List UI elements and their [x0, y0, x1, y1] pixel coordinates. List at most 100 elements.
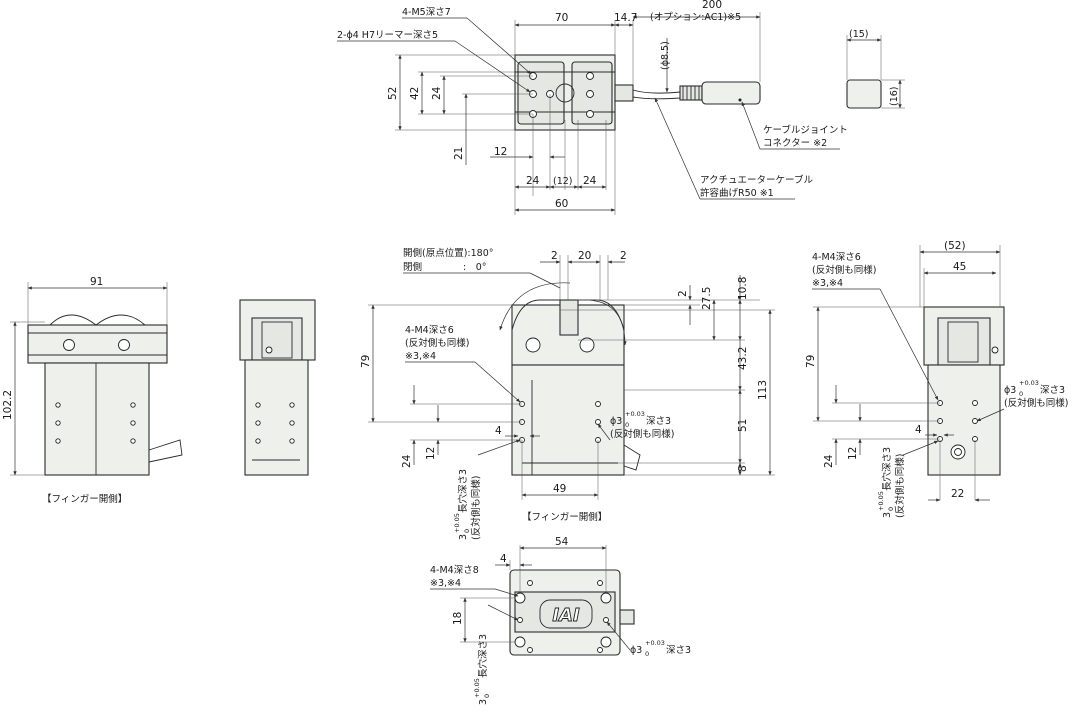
dim-52-side: (52) [944, 240, 966, 252]
front-main-view: 開側(原点位置):180° 閉側 : 0° 2 20 2 2 27.5 10.8… [360, 247, 775, 540]
callout-m4-bottom-1: 4-M4深さ8 [430, 565, 479, 576]
dim-option: (オプション:AC1)※5 [650, 12, 741, 23]
label-cable-1: アクチュエーターケーブル [700, 174, 813, 186]
callout-slot-side-depth: 長穴深さ3 [881, 447, 893, 491]
dim-60: 60 [555, 198, 568, 210]
dim-4-main: 4 [495, 425, 502, 437]
callout-m4-main-2: (反対側も同様) [405, 337, 469, 349]
callout-pin-bottom-dia: ϕ3 [630, 645, 642, 656]
dim-24a: 24 [526, 175, 540, 187]
dim-27-5: 27.5 [701, 287, 713, 310]
angle-open: 開側(原点位置):180° [403, 247, 494, 259]
bottom-view: IAI 54 4 18 4-M4深さ8 ※3,※4 ϕ3 +0.03 0 深さ3… [430, 536, 691, 705]
logo-badge [539, 599, 593, 629]
angle-close: 閉側 : 0° [403, 261, 487, 273]
dim-12: 12 [494, 146, 507, 158]
m4-hole-icon [600, 636, 612, 648]
main-actuator-body [511, 364, 625, 476]
side-body [244, 359, 309, 476]
dim-52: 52 [387, 87, 399, 100]
callout-slot-main-tol-lo: 0 [463, 529, 471, 533]
callout-m4-side-2: (反対側も同様) [812, 264, 876, 276]
dim-cable-dia: (ϕ8.5) [660, 41, 671, 70]
dim-70: 70 [555, 12, 568, 24]
dim-24-main: 24 [401, 454, 413, 468]
callout-pin-bottom-tol-up: +0.03 [645, 639, 665, 647]
dim-200: 200 [702, 0, 722, 11]
label-connector-2: コネクター ※2 [763, 138, 827, 149]
callout-pin-main-tol-lo: 0 [625, 421, 629, 429]
dim-24-side: 24 [823, 454, 835, 468]
dim-2b: 2 [620, 250, 627, 262]
bottom-plate [514, 591, 616, 633]
dim-15: (15) [849, 29, 869, 40]
dim-102-2: 102.2 [2, 390, 14, 420]
caption-finger-open-left: 【フィンガー開側】 [42, 493, 127, 505]
callout-m4-bottom-2: ※3,※4 [430, 578, 461, 589]
callout-slot-main-note: (反対側も同様) [470, 476, 482, 540]
side-view: (52) 45 79 24 12 4 22 4-M4深さ6 (反対側も同様) ※… [805, 240, 1068, 518]
callout-m5: 4-M5深さ7 [402, 7, 451, 18]
callout-slot-side-tol-lo: 0 [887, 507, 895, 511]
dim-42: 42 [409, 87, 421, 100]
callout-slot-side-tol-up: +0.05 [877, 491, 885, 511]
dim-2a: 2 [551, 250, 558, 262]
finger-screw-icon [525, 337, 541, 353]
dim-79: 79 [360, 355, 372, 368]
callout-slot-bottom-depth: 長穴深さ3 [477, 634, 489, 678]
bottom-cable-exit [619, 609, 635, 625]
dim-4-side: 4 [915, 424, 922, 436]
m5-hole-icon [586, 110, 594, 118]
callout-slot-bottom-tol-lo: 0 [483, 694, 491, 698]
dim-2c: 2 [677, 290, 689, 297]
dim-12-main: 12 [425, 447, 437, 460]
front-small-view: 91 102.2 【フィンガー開側】 [2, 276, 183, 505]
dim-4-bottom: 4 [500, 553, 507, 565]
m4-hole-icon [514, 636, 526, 648]
callout-pin-side-depth: 深さ3 [1040, 385, 1065, 396]
callout-pin-main-depth: 深さ3 [646, 416, 671, 427]
dim-21: 21 [453, 147, 465, 160]
callout-m4-side-1: 4-M4深さ6 [812, 252, 861, 263]
dim-8: 8 [737, 465, 749, 472]
callout-pin-side-dia: ϕ3 [1004, 385, 1016, 396]
callout-pin-side-tol-lo: 0 [1019, 390, 1023, 398]
dim-10-8: 10.8 [737, 277, 749, 300]
cable-gland [614, 84, 634, 102]
dim-54: 54 [555, 536, 569, 548]
actuator-cable [632, 89, 681, 100]
callout-reamer: 2-ϕ4 H7リーマー深さ5 [337, 30, 438, 41]
finger-screw-icon [579, 337, 595, 353]
callout-pin-side-tol-up: +0.03 [1019, 379, 1039, 387]
callout-pin-bottom-tol-lo: 0 [645, 650, 649, 658]
finger-bar [27, 324, 168, 364]
finger-screw-icon [118, 339, 130, 351]
dim-18: 18 [452, 612, 464, 625]
dim-24: 24 [431, 86, 443, 100]
callout-m4-main-3: ※3,※4 [405, 351, 436, 362]
center-gear-icon [555, 83, 575, 103]
dim-24b: 24 [583, 175, 597, 187]
callout-pin-side-note: (反対側も同様) [1004, 397, 1068, 409]
m4-hole-icon [600, 592, 612, 604]
dim-43-2: 43.2 [737, 347, 749, 370]
callout-slot-main-size: 3 [458, 534, 469, 540]
m5-hole-icon [586, 72, 594, 80]
dim-51: 51 [737, 419, 749, 432]
dim-45: 45 [953, 261, 966, 273]
actuator-body [44, 362, 150, 476]
m4-hole-icon [514, 592, 526, 604]
caption-finger-open-main: 【フィンガー開側】 [522, 511, 607, 523]
callout-slot-bottom-tol-up: +0.05 [473, 678, 481, 698]
finger-screw-icon [63, 339, 75, 351]
dim-22: 22 [951, 488, 964, 500]
top-view: 70 14.7 200 (オプション:AC1)※5 (ϕ8.5) 52 42 2… [337, 0, 848, 215]
callout-slot-side-note: (反対側も同様) [894, 454, 906, 518]
top-finger-left [517, 61, 565, 125]
label-cable-2: 許容曲げR50 ※1 [700, 187, 774, 199]
callout-pin-main-dia: ϕ3 [610, 416, 622, 427]
callout-slot-main-tol-up: +0.05 [453, 513, 461, 533]
finger-gap [559, 299, 579, 336]
